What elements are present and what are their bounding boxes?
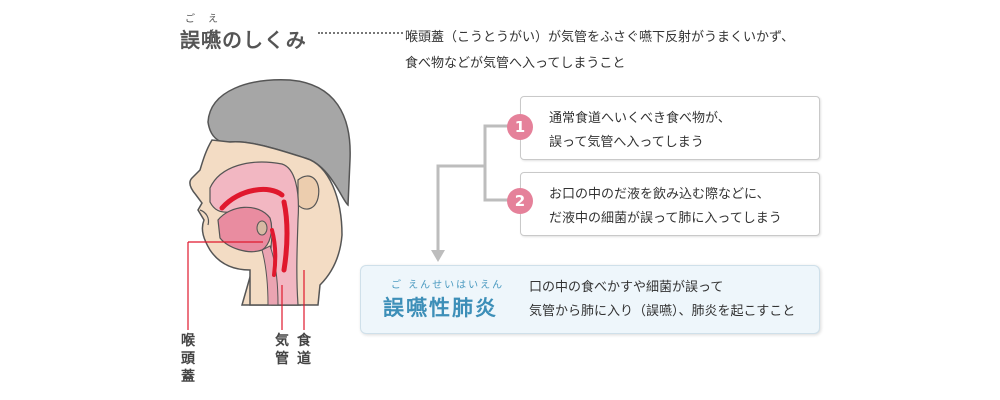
label-epiglottis-char-2: 頭 (181, 351, 195, 367)
lips-shape (199, 209, 210, 226)
title-ruby-go: ご (185, 14, 195, 25)
page-title: 誤嚥のしくみ (180, 28, 307, 52)
cause-card-2: お口の中のだ液を飲み込む際などに、 だ液中の細菌が誤って肺に入ってしまう (520, 172, 820, 236)
food-flow-arrow-upper (219, 186, 285, 211)
tongue-shape (217, 206, 273, 253)
head-cross-section-illustration (189, 79, 351, 306)
label-epiglottis: 喉 頭 蓋 (180, 332, 196, 386)
cause-number-2: 2 (507, 188, 533, 214)
label-esophagus-char-1: 食 (297, 333, 311, 349)
label-esophagus-char-2: 道 (297, 351, 311, 367)
cause-2-line2: だ液中の細菌が誤って肺に入ってしまう (549, 211, 782, 226)
cause-number-1: 1 (507, 114, 533, 140)
result-line1: 口の中の食べかすや細菌が誤って (529, 280, 724, 295)
food-flow-arrow-trachea (270, 228, 278, 277)
result-card-aspiration-pneumonia: ご えんせいはいえん 誤嚥性肺炎 口の中の食べかすや細菌が誤って 気管から肺に入… (360, 265, 820, 334)
title-leader-dots (318, 32, 403, 34)
cause-card-2-text: お口の中のだ液を飲み込む際などに、 だ液中の細菌が誤って肺に入ってしまう (549, 183, 782, 231)
food-flow-arrow-down (281, 199, 290, 273)
flow-arrowhead (431, 250, 445, 262)
ear-shape (297, 175, 320, 210)
label-epiglottis-char-1: 喉 (181, 333, 195, 349)
result-line2: 気管から肺に入り（誤嚥）、肺炎を起こすこと (529, 304, 796, 319)
title-definition-line2: 食べ物などが気管へ入ってしまうこと (405, 56, 626, 71)
label-trachea-char-2: 管 (275, 351, 289, 367)
result-ruby: ご えんせいはいえん (391, 280, 505, 291)
cause-1-line1: 通常食道へいくべき食べ物が、 (549, 111, 731, 126)
result-term: 誤嚥性肺炎 (383, 296, 498, 320)
cause-1-line2: 誤って気管へ入ってしまう (549, 135, 704, 150)
label-trachea-char-1: 気 (275, 333, 289, 349)
anatomy-leader-lines (187, 241, 305, 330)
title-definition-line1: 喉頭蓋（こうとうがい）が気管をふさぐ嚥下反射がうまくいかず、 (405, 30, 795, 45)
label-esophagus: 食 道 (296, 332, 312, 368)
label-trachea: 気 管 (274, 332, 290, 368)
epiglottis-mark (256, 220, 268, 236)
cause-card-1: 通常食道へいくべき食べ物が、 誤って気管へ入ってしまう (520, 96, 820, 160)
result-description: 口の中の食べかすや細菌が誤って 気管から肺に入り（誤嚥）、肺炎を起こすこと (529, 276, 795, 324)
flow-connector (431, 124, 519, 262)
label-epiglottis-char-3: 蓋 (181, 369, 195, 385)
cause-card-1-text: 通常食道へいくべき食べ物が、 誤って気管へ入ってしまう (549, 107, 731, 155)
title-ruby-en: えん (208, 14, 218, 40)
cause-2-line1: お口の中のだ液を飲み込む際などに、 (549, 187, 770, 202)
